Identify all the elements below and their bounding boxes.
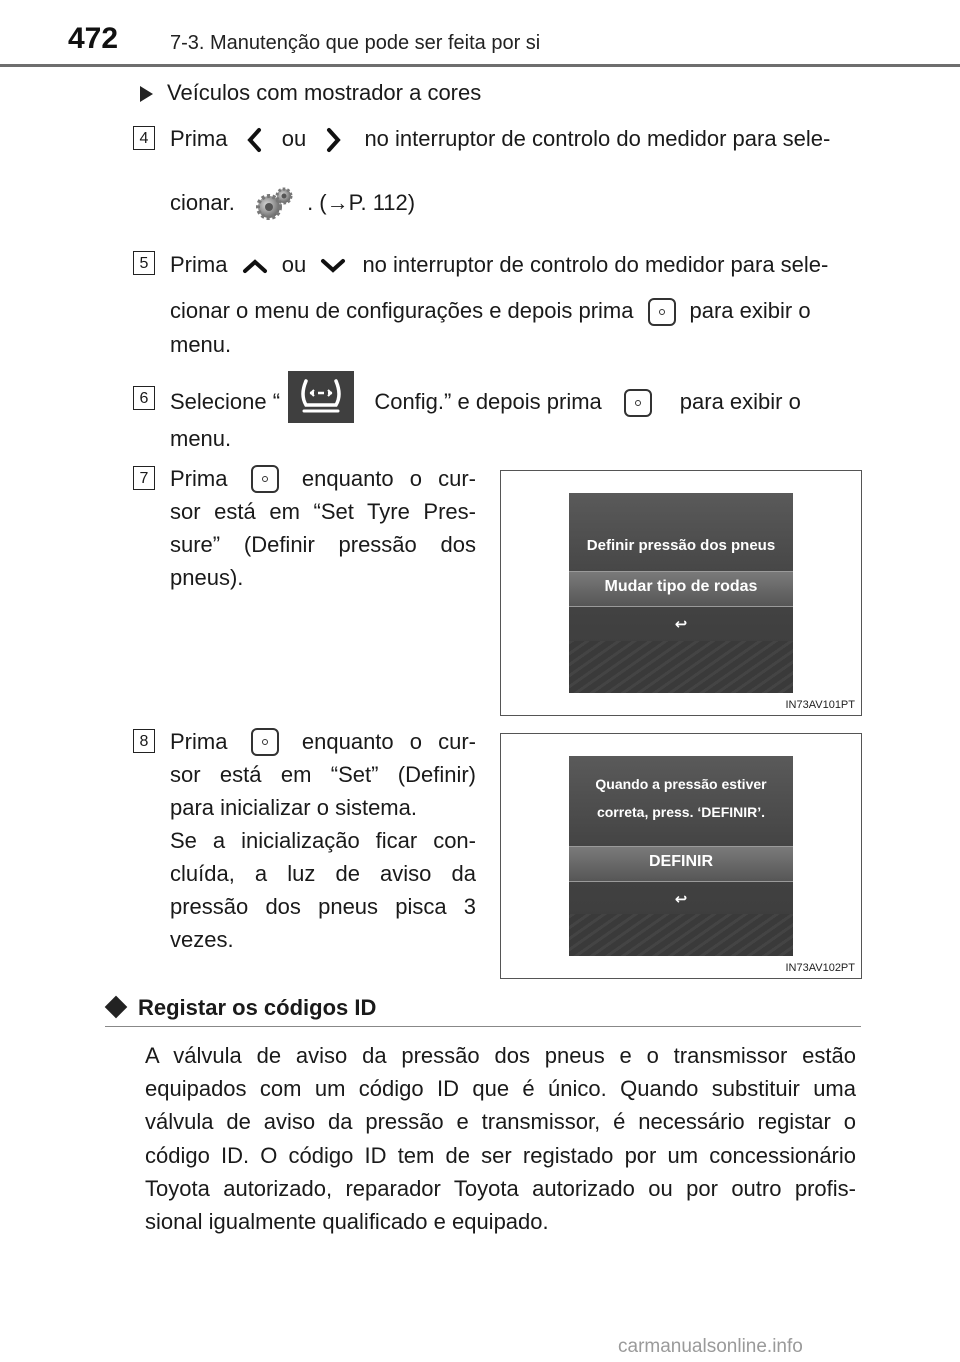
step-5-text3: cionar o menu de configurações e depois … [170,298,634,323]
step-6-line1: Selecione “ Config.” e depois prima para … [170,371,860,423]
screen-back-icon: ↩ [674,891,688,908]
step-number-7: 7 [133,466,155,490]
step-4-page-ref: . (→P. 112) [307,190,416,215]
ok-button-icon [250,727,279,756]
chevron-right-icon [327,128,342,153]
screen-pattern [569,914,793,956]
step-4-text2: no interruptor de controlo do medidor pa… [364,126,831,151]
step-6-line2: menu. [170,426,232,451]
paragraph-line-2: equipados com um código ID que é único. … [145,1076,856,1102]
step-6-text: Selecione “ [170,388,281,414]
paragraph-line-5: Toyota autorizado, reparador Toyota auto… [145,1175,856,1201]
screen-message-line-2: correta, press. ‘DEFINIR’. [596,804,766,820]
step-8-row2: sor está em “Set” (Definir) [170,762,476,787]
header-rule [0,64,960,67]
tire-pressure-icon [288,371,355,423]
screen-menu-item-1: Definir pressão dos pneus [586,537,776,554]
step-5-text2: no interruptor de controlo do medidor pa… [362,252,829,277]
figure-set-confirm: Quando a pressão estiver correta, press.… [500,733,862,979]
step-8-row4: Se a inicialização ficar con- [170,828,476,853]
step-5-line3: menu. [170,332,232,357]
step-7-row4: pneus). [170,565,244,590]
step-6-text2: Config.” e depois prima [374,388,602,414]
ok-button-icon [623,389,652,417]
gears-icon [255,187,293,221]
intro-heading-text: Veículos com mostrador a cores [167,80,482,105]
screen-set-option: DEFINIR [649,853,713,870]
meter-display-screen: Definir pressão dos pneus Mudar tipo de … [569,493,793,693]
triangle-right-icon [140,86,153,103]
step-8-row1: Prima enquanto o cur- [170,725,476,758]
subsection-paragraph: A válvula de aviso da pressão dos pneus … [145,1039,856,1238]
screen-back-icon: ↩ [674,616,688,633]
paragraph-line-6: sional igualmente qualificado e equipado… [145,1209,549,1235]
meter-display-screen: Quando a pressão estiver correta, press.… [569,756,793,956]
screen-highlight-bar [569,846,793,882]
step-6-text3: para exibir o [679,388,801,414]
figure-set-tyre-pressure: Definir pressão dos pneus Mudar tipo de … [500,470,862,716]
intro-heading: Veículos com mostrador a cores [140,76,481,109]
figure-code: IN73AV102PT [785,962,855,974]
step-7-text1: enquanto o cur- [301,466,476,491]
figure-code: IN73AV101PT [785,699,855,711]
chevron-left-icon [246,128,261,153]
step-4-text3: cionar. [170,190,235,215]
section-title: 7-3. Manutenção que pode ser feita por s… [170,32,541,54]
step-5-text: Prima [170,252,228,277]
step-5-line2: cionar o menu de configurações e depois … [170,294,860,327]
step-8-row7: vezes. [170,927,234,952]
step-number-4: 4 [133,126,155,150]
step-8-prima: Prima [170,729,228,754]
screen-message-line-1: Quando a pressão estiver [595,776,767,792]
diamond-icon [104,995,128,1019]
step-7-row2: sor está em “Set Tyre Pres- [170,499,476,524]
step-8-row3: para inicializar o sistema. [170,795,417,820]
step-8-row5: cluída, a luz de aviso da [170,861,476,886]
step-7-row3: sure” (Definir pressão dos [170,532,476,557]
subsection-rule [105,1026,861,1027]
step-7-text: Prima enquanto o cur- sor está em “Set Ty… [170,462,476,594]
ok-button-icon [647,298,676,327]
step-4-text: Prima [170,126,228,151]
step-4-line2: cionar. . (→P. 112) [170,186,415,222]
ok-button-icon [250,464,279,493]
paragraph-line-3: válvula de aviso da pressão e transmisso… [145,1109,856,1135]
chevron-down-icon [321,259,346,273]
page-number: 472 [68,22,119,55]
step-5-line1: Prima ou no interruptor de controlo do m… [170,248,860,281]
screen-pattern [569,641,793,693]
step-5-or: ou [281,252,307,277]
step-7-prima: Prima [170,466,228,491]
step-number-5: 5 [133,251,155,275]
step-number-6: 6 [133,386,155,410]
step-number-8: 8 [133,729,155,753]
step-8-text: Prima enquanto o cur- sor está em “Set” (… [170,725,476,956]
paragraph-line-4: código ID. O código ID tem de ser regist… [145,1142,856,1168]
screen-highlight-bar [569,571,793,607]
paragraph-line-1: A válvula de aviso da pressão dos pneus … [145,1043,856,1068]
step-8-text1: enquanto o cur- [301,729,476,754]
subsection-title: Registar os códigos ID [138,995,377,1020]
step-5-text4: para exibir o [689,298,811,323]
subsection-heading: Registar os códigos ID [104,995,377,1021]
step-8-row6: pressão dos pneus pisca 3 [170,894,476,919]
step-7-row1: Prima enquanto o cur- [170,462,476,495]
watermark: carmanualsonline.info [618,1336,803,1357]
screen-menu-item-2: Mudar tipo de rodas [604,578,758,595]
step-4-line1: Prima ou no interruptor de controlo do m… [170,122,860,155]
step-4-or: ou [281,126,307,151]
chevron-up-icon [242,259,267,274]
